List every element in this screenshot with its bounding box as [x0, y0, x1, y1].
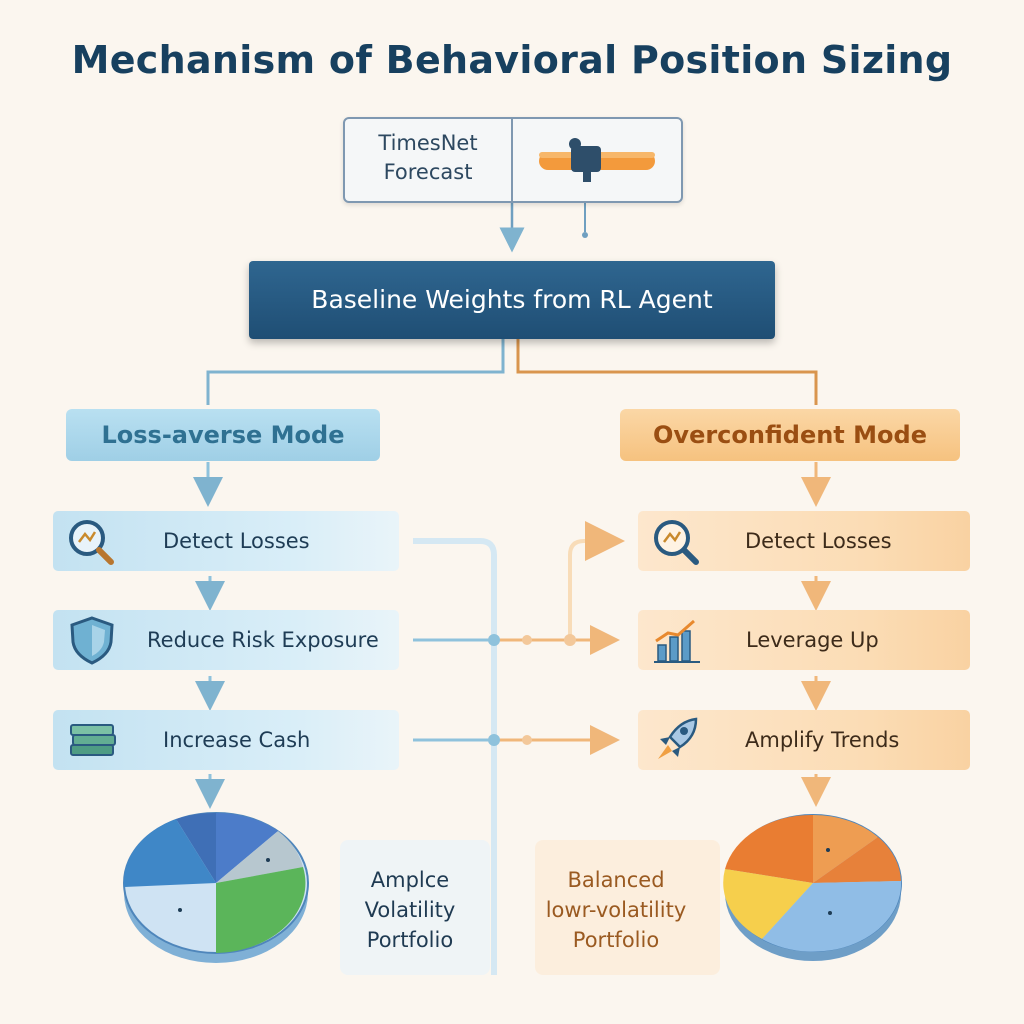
step-label: Leverage Up	[746, 628, 879, 652]
loss-averse-mode: Loss-averse Mode	[66, 409, 380, 461]
cash-stack-icon	[70, 724, 116, 756]
step-amplify-trends: Amplify Trends	[638, 710, 970, 770]
portfolio-label-line1: Balanced	[567, 868, 665, 892]
forecast-label: TimesNet Forecast	[347, 129, 509, 187]
step-detect-losses-left: Detect Losses	[53, 511, 399, 571]
step-increase-cash: Increase Cash	[53, 710, 399, 770]
portfolio-label-line3: Portfolio	[572, 928, 660, 952]
step-detect-losses-right: Detect Losses	[638, 511, 970, 571]
magnifier-icon	[654, 520, 699, 565]
portfolio-label-line2: lowr-volatility	[545, 898, 687, 922]
pie-chart-icon	[123, 812, 309, 963]
portfolio-label-right: Balanced lowr-volatility Portfolio	[536, 865, 696, 955]
rocket-icon	[658, 717, 698, 759]
step-reduce-risk: Reduce Risk Exposure	[53, 610, 399, 670]
forecast-label-line2: Forecast	[383, 160, 473, 184]
overconfident-mode: Overconfident Mode	[620, 409, 960, 461]
shield-icon	[70, 616, 114, 665]
baseline-weights-box: Baseline Weights from RL Agent	[249, 261, 775, 339]
portfolio-label-line3: Portfolio	[366, 928, 454, 952]
magnifier-icon	[69, 520, 114, 565]
step-leverage-up: Leverage Up	[638, 610, 970, 670]
forecast-box: TimesNet Forecast	[343, 117, 683, 203]
forecast-divider	[511, 119, 513, 201]
step-label: Amplify Trends	[745, 728, 900, 752]
step-label: Increase Cash	[163, 728, 311, 752]
portfolio-label-line1: Amplce	[370, 868, 450, 892]
step-label: Detect Losses	[163, 529, 310, 553]
forecast-label-line1: TimesNet	[378, 131, 478, 155]
step-label: Detect Losses	[745, 529, 892, 553]
portfolio-label-line2: Volatility	[364, 898, 456, 922]
portfolio-label-left: Amplce Volatility Portfolio	[345, 865, 475, 955]
page-title: Mechanism of Behavioral Position Sizing	[71, 38, 953, 82]
step-label: Reduce Risk Exposure	[147, 628, 379, 652]
bar-chart-growth-icon	[654, 619, 700, 663]
pie-chart-icon	[723, 814, 902, 961]
dashboard-slider-icon	[539, 138, 655, 182]
